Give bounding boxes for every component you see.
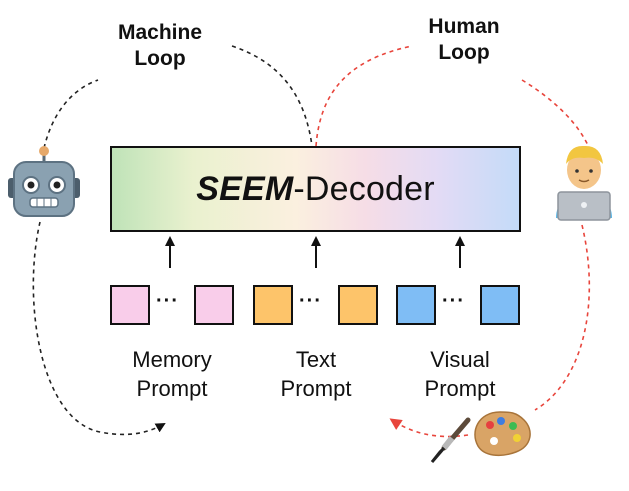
human-loop-label-line1: Human: [428, 15, 500, 38]
human-loop-arc-bottom: [534, 224, 591, 411]
memory-prompt-ellipsis: ···: [156, 290, 179, 312]
machine-loop-arc-decoder: [231, 45, 313, 147]
text-prompt-ellipsis: ···: [299, 290, 322, 312]
text-prompt-label-line1: Text: [295, 347, 337, 372]
human-loop-arc-return: [389, 418, 469, 438]
human-loop-label-line2: Loop: [438, 41, 490, 65]
robot-icon: [8, 146, 80, 217]
text-prompt-token-first: [253, 285, 293, 325]
memory-prompt-token-first: [110, 285, 150, 325]
decoder-name-bold: SEEM: [196, 169, 294, 208]
memory-prompt-label: Memory Prompt: [110, 345, 234, 404]
machine-loop-arc-bottom: [32, 221, 166, 436]
visual-prompt-label-line2: Prompt: [424, 376, 496, 402]
visual-prompt-token-first: [396, 285, 436, 325]
machine-loop-label: Machine Loop: [98, 20, 222, 73]
decoder-name-rest: -Decoder: [293, 169, 435, 208]
visual-prompt-ellipsis: ···: [442, 290, 465, 312]
visual-prompt-label: Visual Prompt: [402, 345, 518, 404]
text-prompt-label-line2: Prompt: [280, 376, 352, 402]
machine-loop-label-line1: Machine: [117, 21, 203, 44]
text-prompt-token-last: [338, 285, 378, 325]
human-loop-label: Human Loop: [414, 14, 514, 67]
text-prompt-label: Text Prompt: [258, 345, 374, 404]
seem-decoder-box: SEEM-Decoder: [110, 146, 521, 232]
paintbrush-icon: [430, 417, 471, 463]
visual-prompt-token-last: [480, 285, 520, 325]
visual-prompt-label-line1: Visual: [430, 347, 490, 372]
human-loop-arc-top: [521, 79, 591, 151]
memory-prompt-label-line1: Memory: [132, 347, 212, 372]
memory-prompt-label-line2: Prompt: [136, 376, 208, 402]
palette-icon: [474, 411, 531, 457]
human-loop-arc-decoder: [315, 45, 413, 147]
person-with-laptop-icon: [556, 145, 612, 221]
machine-loop-arc-top: [43, 79, 99, 149]
machine-loop-label-line2: Loop: [134, 47, 186, 71]
memory-prompt-token-last: [194, 285, 234, 325]
